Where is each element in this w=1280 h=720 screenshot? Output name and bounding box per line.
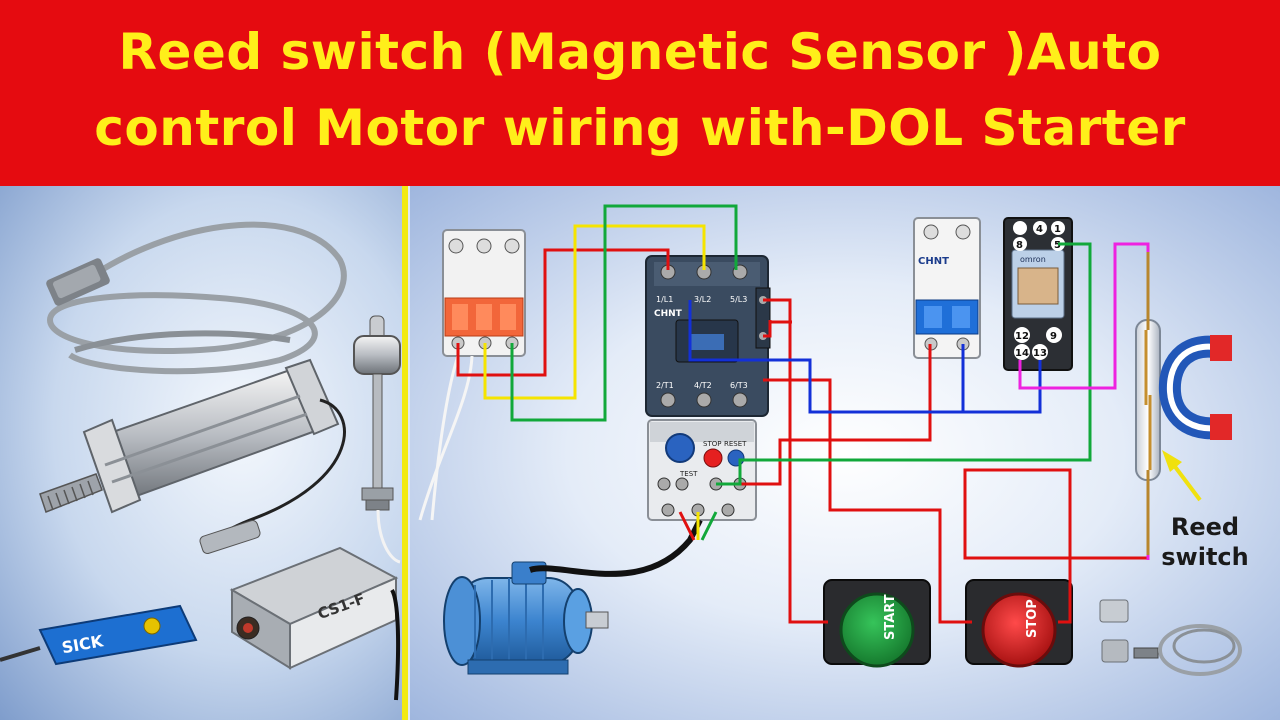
- omron-relay: omron 8 4 1 5 12 9 14 13: [1003, 217, 1073, 371]
- wiring-green: [510, 204, 1092, 486]
- sick-sensor: SICK: [0, 604, 198, 666]
- pneumatic-cylinder: [39, 358, 340, 514]
- reed-pointer-arrow: [1162, 450, 1202, 502]
- cylinder-sensor-probe: [199, 519, 261, 555]
- motor-lead-wires: [678, 511, 718, 541]
- overload-reset-label: RESET: [724, 440, 747, 448]
- overload-test-label: TEST: [679, 470, 698, 478]
- start-push-button: START: [823, 579, 931, 668]
- start-label: START: [883, 594, 898, 640]
- sensor-accessories: [1099, 599, 1242, 676]
- magnetic-sensor-probe-top: [46, 258, 110, 306]
- relay-pin-12: 12: [1015, 331, 1029, 342]
- overload-stop-label: STOP: [703, 440, 721, 448]
- contactor-l1-label: 1/L1: [656, 295, 673, 304]
- stop-push-button: STOP: [965, 579, 1073, 668]
- stop-label: STOP: [1025, 599, 1040, 638]
- title-line-1: Reed switch (Magnetic Sensor )Auto: [118, 23, 1162, 81]
- cs1-f-sensor: CS1-F: [229, 546, 399, 670]
- coiled-sensor-cable: [46, 221, 347, 375]
- contactor-t2-label: 4/T2: [694, 381, 712, 390]
- relay-pin-1: 1: [1054, 224, 1061, 235]
- relay-pin-14: 14: [1015, 348, 1029, 359]
- mcb-brand: CHNT: [918, 256, 949, 267]
- reed-switch: [1135, 250, 1161, 555]
- relay-pin-8: 8: [1016, 240, 1023, 251]
- float-level-switch: [353, 315, 401, 564]
- contactor: 1/L1 3/L2 5/L3 2/T1 4/T2 6/T3 CHNT: [645, 255, 771, 417]
- contactor-t1-label: 2/T1: [656, 381, 674, 390]
- relay-pin-4: 4: [1036, 224, 1043, 235]
- relay-brand: omron: [1020, 255, 1046, 264]
- contactor-t3-label: 6/T3: [730, 381, 748, 390]
- wiring-blue: [688, 300, 1042, 414]
- wiring-magenta: [1018, 242, 1150, 560]
- panel-divider: [402, 186, 408, 720]
- contactor-l3-label: 5/L3: [730, 295, 747, 304]
- cylinder-threaded-rod: [39, 473, 103, 513]
- contactor-brand: CHNT: [654, 309, 683, 319]
- electric-motor: [443, 561, 609, 675]
- overload-relay: STOP RESET TEST: [647, 419, 757, 521]
- wiring-red: [456, 248, 1150, 624]
- horseshoe-magnet: [1158, 335, 1232, 440]
- motor-cable: [529, 518, 703, 577]
- reed-label-line-1: Reed: [1170, 513, 1240, 541]
- three-pole-mcb: [418, 229, 526, 521]
- relay-pin-13: 13: [1033, 348, 1047, 359]
- reed-label-line-2: switch: [1161, 543, 1249, 571]
- relay-pin-9: 9: [1050, 331, 1057, 342]
- title-line-2: control Motor wiring with-DOL Starter: [94, 99, 1186, 157]
- cs1-f-cable: [390, 588, 401, 701]
- contactor-l2-label: 3/L2: [694, 295, 711, 304]
- wiring-yellow: [483, 224, 706, 400]
- reed-switch-label: Reed switch: [1150, 512, 1260, 572]
- relay-pin-5: 5: [1054, 240, 1061, 251]
- two-pole-mcb: CHNT: [913, 217, 981, 359]
- title-banner: Reed switch (Magnetic Sensor )Auto contr…: [0, 0, 1280, 186]
